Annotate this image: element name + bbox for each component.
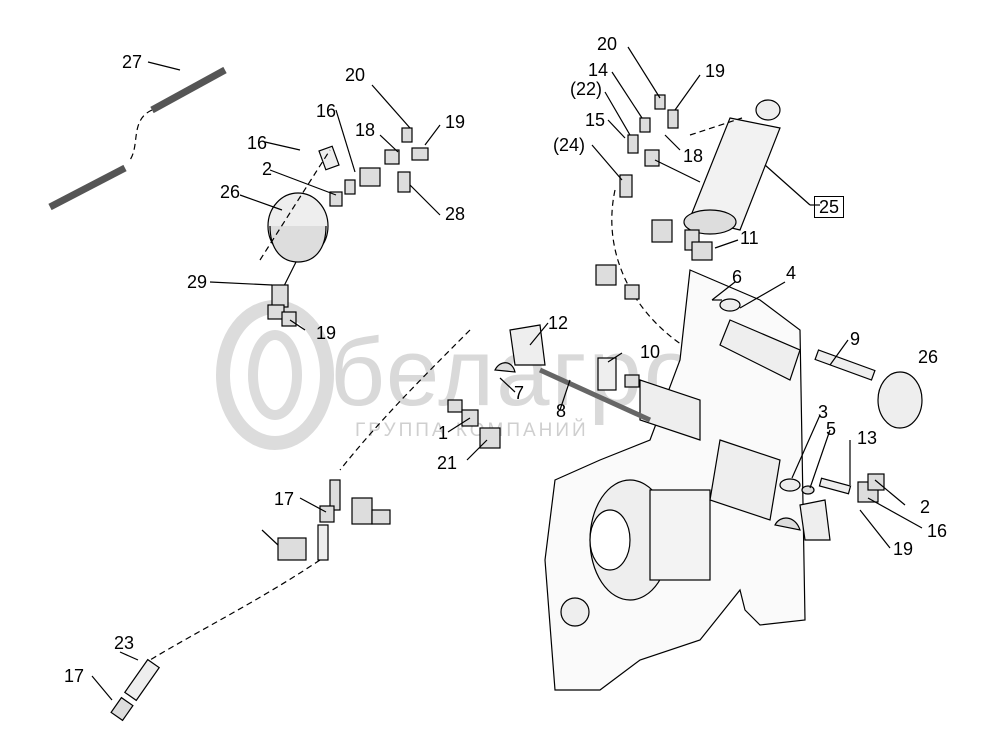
callout-19: 19 (893, 539, 914, 559)
callout-26: 26 (220, 182, 241, 202)
callout-16: 16 (927, 521, 948, 541)
callout-21: 21 (437, 453, 458, 473)
cylinder-fittings (591, 46, 701, 351)
callout-3: 3 (818, 402, 829, 422)
watermark-subtitle: ГРУППА КОМПАНИЙ (355, 420, 589, 441)
callout-8: 8 (556, 401, 567, 421)
callout-16: 16 (316, 101, 337, 121)
accumulator-left (259, 127, 429, 327)
callout-10: 10 (640, 342, 661, 362)
callout-15: 15 (585, 110, 606, 130)
callout-25: 25 (814, 196, 845, 218)
callout-14: 14 (588, 60, 609, 80)
callout-19: 19 (445, 112, 466, 132)
callout-17: 17 (64, 666, 85, 686)
callout-11: 11 (740, 228, 759, 248)
callout-2: 2 (920, 497, 931, 517)
callout-4: 4 (786, 263, 797, 283)
callout-26: 26 (918, 347, 939, 367)
hydraulic-cylinder (651, 99, 820, 261)
callout-24: (24) (553, 135, 586, 155)
callout-13: 13 (857, 428, 878, 448)
callout-12: 12 (548, 313, 569, 333)
callout-5: 5 (826, 419, 837, 439)
leader-lines-left (209, 84, 441, 331)
callout-6: 6 (732, 267, 743, 287)
callout-23: 23 (114, 633, 135, 653)
callout-27: 27 (122, 52, 143, 72)
callout-20: 20 (597, 34, 618, 54)
callout-2: 2 (262, 159, 273, 179)
callout-17: 17 (274, 489, 295, 509)
callout-19: 19 (705, 61, 726, 81)
hitch-frame (544, 269, 806, 691)
callout-18: 18 (355, 120, 376, 140)
callout-9: 9 (850, 329, 861, 349)
callout-29: 29 (187, 272, 208, 292)
middle-parts (447, 264, 923, 541)
callout-19: 19 (316, 323, 337, 343)
callout-1: 1 (438, 423, 449, 443)
callout-16: 16 (247, 133, 268, 153)
callout-22: (22) (570, 79, 603, 99)
threaded-rods (48, 61, 227, 211)
callout-18: 18 (683, 146, 704, 166)
leader-lines-right (447, 281, 923, 549)
callout-7: 7 (514, 383, 525, 403)
callout-20: 20 (345, 65, 366, 85)
hose-assembly (91, 329, 471, 722)
callout-28: 28 (445, 204, 466, 224)
